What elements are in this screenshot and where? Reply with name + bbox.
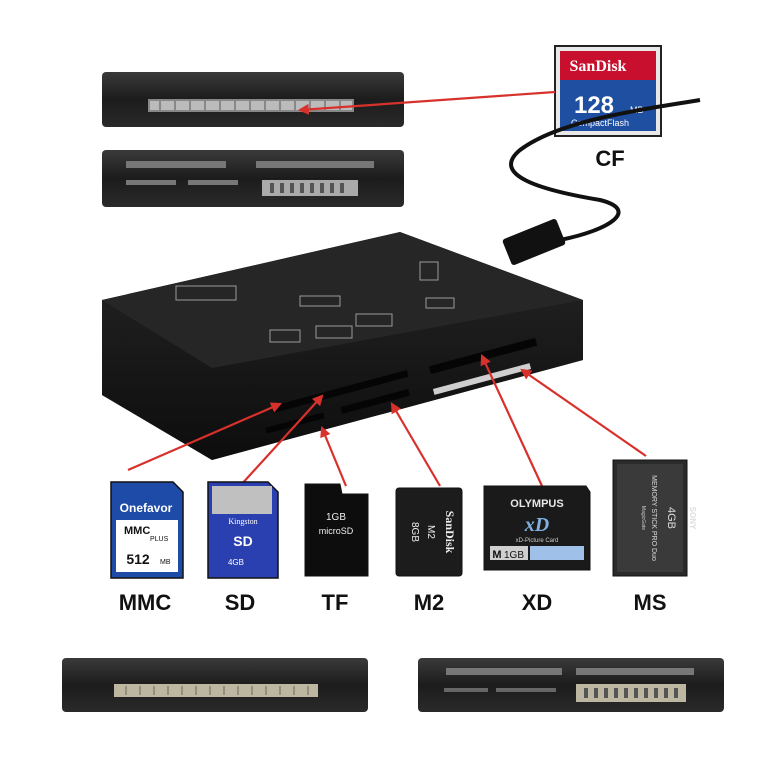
- arrow-mmc: [127, 402, 283, 472]
- label-tf: TF: [321, 590, 349, 615]
- m2-capacity: 8GB: [409, 522, 420, 542]
- arrow-xd: [480, 354, 543, 487]
- sd-capacity: 4GB: [228, 558, 244, 567]
- usb-plug: [502, 219, 566, 265]
- xd-model: M: [492, 549, 501, 561]
- mmc-card: Onefavor MMC PLUS 512 MB: [110, 481, 184, 579]
- tf-card: 1GB microSD: [304, 483, 369, 577]
- cf-card: SanDisk 128 MB CompactFlash: [554, 45, 662, 137]
- label-m2: M2: [413, 590, 445, 615]
- xd-brand: OLYMPUS: [510, 498, 563, 510]
- sd-card: Kingston SD 4GB: [207, 481, 279, 579]
- xd-logo: xD: [524, 514, 549, 536]
- label-xd: XD: [521, 590, 553, 615]
- mmc-capacity: 512: [126, 551, 150, 567]
- ms-card: SONY 4GB MEMORY STICK PRO Duo MagicGate: [612, 459, 697, 577]
- xd-card: OLYMPUS xD xD-Picture Card M 1GB: [483, 485, 591, 571]
- arrow-m2: [390, 402, 441, 487]
- reader-bottom-view-left: [62, 658, 368, 712]
- arrow-cf: [297, 90, 556, 115]
- m2-brand: SanDisk: [443, 511, 457, 554]
- ms-brand: SONY: [688, 507, 697, 530]
- arrow-sd: [239, 394, 324, 487]
- ms-sub: MagicGate: [640, 506, 646, 530]
- label-ms: MS: [633, 590, 667, 615]
- ms-capacity: 4GB: [665, 507, 677, 529]
- label-mmc: MMC: [118, 590, 172, 615]
- slot-arrows: [127, 90, 647, 487]
- m2-mark: M2: [425, 525, 436, 539]
- mmc-brand: Onefavor: [120, 501, 173, 515]
- tf-mark: microSD: [319, 526, 354, 536]
- xd-capacity: 1GB: [504, 550, 524, 561]
- sd-mark: SD: [233, 533, 252, 549]
- usb-cable: [509, 98, 701, 242]
- mmc-unit: MB: [160, 559, 171, 566]
- xd-sub: xD-Picture Card: [516, 538, 559, 544]
- mmc-line2: PLUS: [150, 536, 169, 543]
- sd-brand: Kingston: [228, 517, 257, 526]
- cf-brand: SanDisk: [570, 58, 627, 75]
- m2-card: SanDisk M2 8GB: [395, 487, 463, 577]
- reader-side-view-cf: [102, 72, 404, 127]
- tf-capacity: 1GB: [326, 512, 346, 523]
- ms-type: MEMORY STICK PRO Duo: [650, 475, 657, 561]
- label-cf: CF: [595, 146, 625, 171]
- reader-bottom-view-right: [418, 658, 724, 712]
- arrow-tf: [320, 425, 348, 487]
- label-sd: SD: [224, 590, 256, 615]
- card-reader-device: [102, 232, 583, 460]
- cf-type: CompactFlash: [571, 118, 629, 128]
- arrow-ms: [520, 368, 647, 457]
- reader-side-view-slots: [102, 150, 404, 207]
- mmc-line1: MMC: [124, 525, 150, 537]
